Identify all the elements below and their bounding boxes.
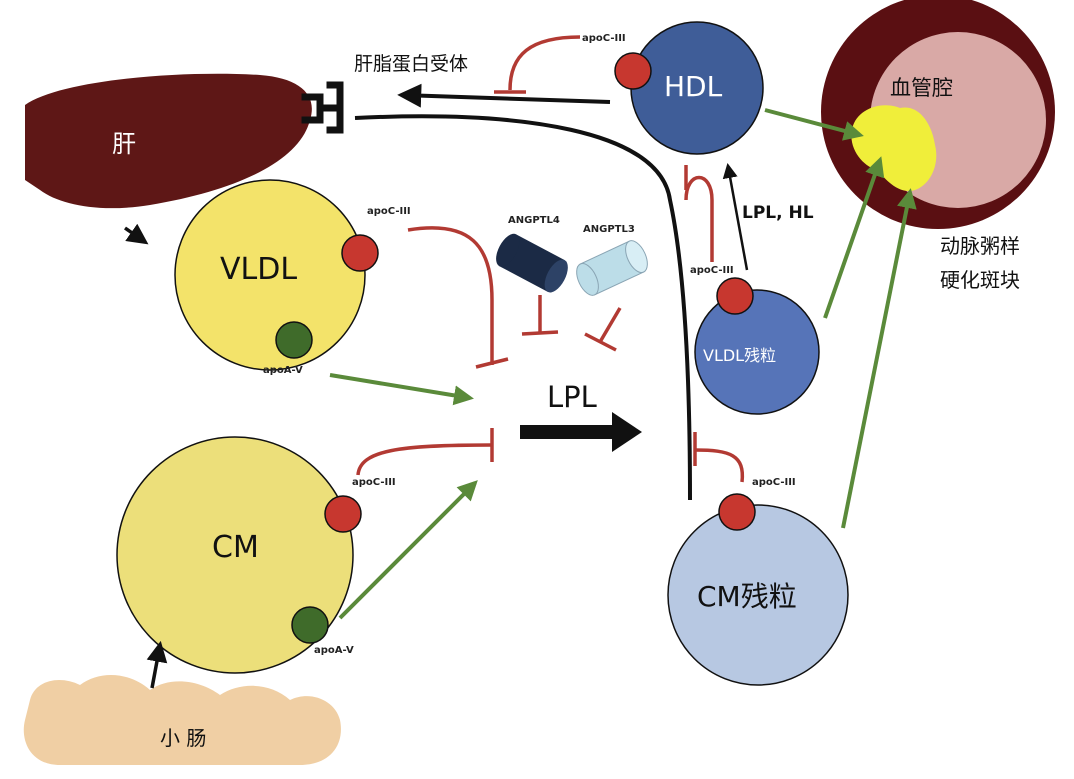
apoav-dot-vldl bbox=[275, 321, 313, 359]
apoc3-label-cm-remnant: apoC-III bbox=[752, 477, 796, 488]
apoc3-dot-cm-remnant bbox=[718, 493, 756, 531]
vldl-remnant-label: VLDL残粒 bbox=[703, 346, 777, 365]
vldl-remnant-particle bbox=[694, 289, 820, 415]
plaque-label-line1: 动脉粥样 bbox=[940, 234, 1020, 258]
apoc3-label-cm: apoC-III bbox=[352, 477, 396, 488]
stimulation-arrows bbox=[329, 108, 917, 620]
lpl-arrow bbox=[520, 412, 642, 452]
cm-remnant-particle bbox=[667, 504, 849, 686]
angptl3-label: ANGPTL3 bbox=[583, 224, 635, 235]
receptor-label: 肝脂蛋白受体 bbox=[354, 53, 469, 75]
angptl4-label: ANGPTL4 bbox=[508, 215, 560, 226]
apoc3-dot-vldl-remnant bbox=[716, 277, 754, 315]
liver-shape bbox=[25, 73, 312, 209]
intestine-shape bbox=[23, 674, 341, 765]
liver-label: 肝 bbox=[112, 130, 136, 158]
plaque-label-line2: 硬化斑块 bbox=[940, 268, 1020, 292]
apoav-label-cm: apoA-V bbox=[314, 645, 354, 656]
inhibition-lines bbox=[356, 35, 745, 483]
lpl-hl-label: LPL, HL bbox=[742, 203, 814, 223]
apoc3-dot-cm bbox=[324, 495, 362, 533]
apoav-label-vldl: apoA-V bbox=[263, 365, 303, 376]
apoc3-label-hdl: apoC-III bbox=[582, 33, 626, 44]
pathway-arrows bbox=[123, 83, 749, 689]
apoc3-label-vldl: apoC-III bbox=[367, 206, 411, 217]
lumen-label: 血管腔 bbox=[890, 76, 953, 100]
apoc3-label-vldl-remnant: apoC-III bbox=[690, 265, 734, 276]
vldl-particle bbox=[174, 179, 366, 371]
apoc3-dot-hdl bbox=[614, 52, 652, 90]
angptl4-icon bbox=[496, 233, 568, 293]
hdl-label: HDL bbox=[664, 70, 723, 103]
cm-particle bbox=[116, 436, 354, 674]
plaque-shape bbox=[851, 105, 937, 191]
vldl-label: VLDL bbox=[220, 252, 298, 287]
lpl-label: LPL bbox=[547, 380, 597, 414]
apoc3-dot-vldl bbox=[341, 234, 379, 272]
cm-label: CM bbox=[212, 530, 259, 565]
intestine-label: 小 肠 bbox=[160, 726, 207, 750]
cm-remnant-label: CM残粒 bbox=[697, 580, 797, 613]
apoav-dot-cm bbox=[291, 606, 329, 644]
angptl3-icon bbox=[576, 240, 648, 296]
liver-receptor-icon bbox=[301, 81, 344, 134]
